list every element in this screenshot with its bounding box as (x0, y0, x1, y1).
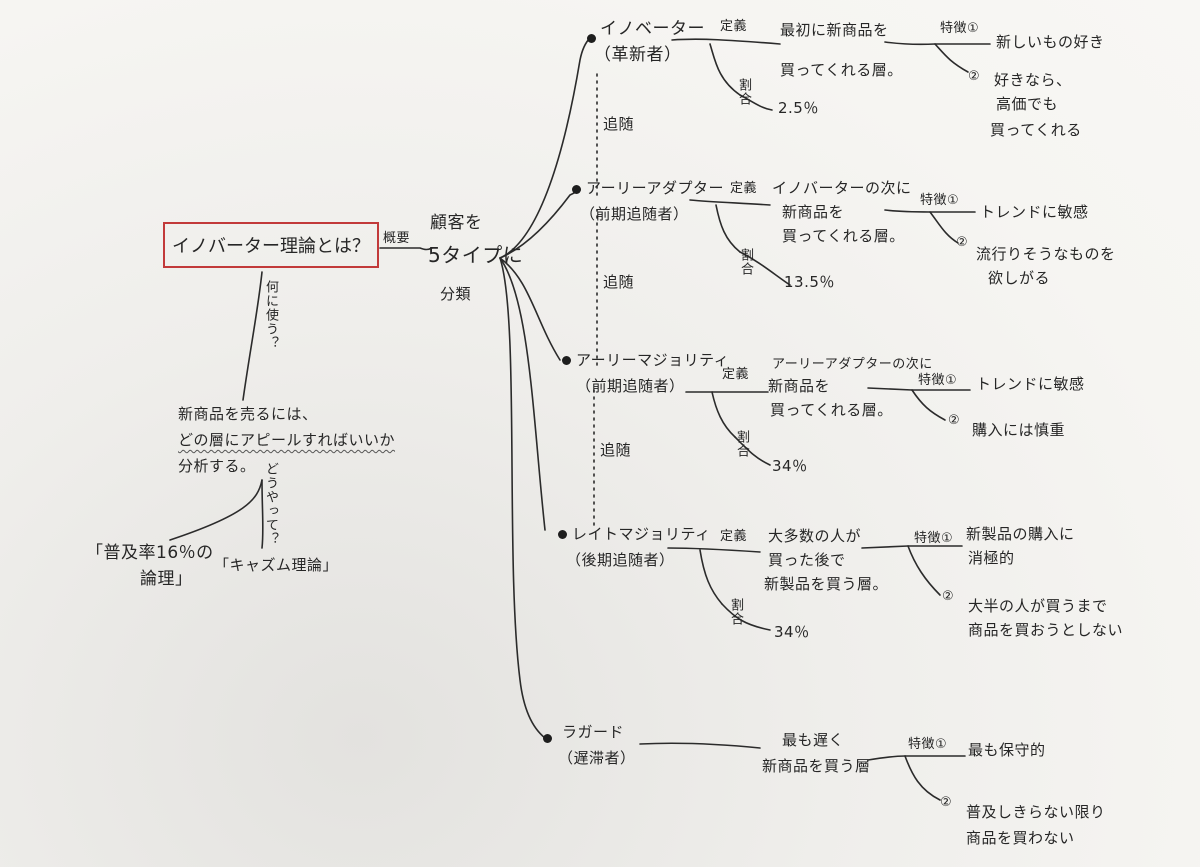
early-adopter-ratio: 13.5％ (784, 273, 835, 291)
innovator-feat-label: 特徴① (940, 21, 980, 36)
follow-label-1: 追随 (603, 115, 635, 133)
follow-label-2: 追随 (603, 273, 635, 291)
early-majority-def-label: 定義 (722, 367, 750, 382)
laggard-feat-label: 特徴① (908, 737, 948, 752)
innovator-ratio: 2.5％ (778, 99, 819, 117)
late-majority-sub: （後期追随者） (566, 551, 675, 569)
answer-line-1: 新商品を売るには、 (178, 405, 318, 423)
early-majority-feat-1: トレンドに敏感 (976, 375, 1085, 393)
innovator-feat-2-line-2: 高価でも (996, 95, 1059, 113)
late-majority-feat-2-num: ② (942, 589, 955, 604)
laggard-sub: （遅滞者） (558, 749, 636, 767)
late-majority-name: レイトマジョリティ (572, 525, 711, 543)
laggard-feat-1: 最も保守的 (968, 741, 1046, 759)
early-majority-name: アーリーマジョリティ (576, 351, 730, 369)
early-adopter-sub: （前期追随者） (580, 205, 689, 223)
laggard-def-1: 最も遅く (782, 731, 845, 749)
central-topic-title: イノバーター理論とは？ (172, 236, 370, 257)
early-adopter-def-label: 定義 (730, 181, 758, 196)
early-adopter-feat-1: トレンドに敏感 (980, 203, 1089, 221)
central-topic-box: イノバーター理論とは？ (163, 222, 379, 268)
laggard-name: ラガード (562, 723, 625, 741)
late-majority-def-1: 大多数の人が (768, 527, 862, 545)
use-question: 何に使う？ (263, 280, 278, 350)
early-majority-feat-2-num: ② (948, 413, 961, 428)
branch-node-dot (558, 530, 567, 539)
laggard-feat-2-line-2: 商品を買わない (966, 829, 1075, 847)
late-majority-ratio-label: 割合 (728, 598, 743, 626)
late-majority-def-label: 定義 (720, 529, 748, 544)
early-adopter-feat-2-num: ② (956, 235, 969, 250)
method-1-line-2: 論理」 (140, 569, 193, 589)
early-adopter-def-1: イノバーターの次に (772, 179, 912, 197)
early-majority-ratio-label: 割合 (734, 430, 749, 458)
early-adopter-feat-2-line-2: 欲しがる (988, 269, 1051, 287)
branch-node-dot (572, 185, 581, 194)
early-majority-feat-2-line-1: 購入には慎重 (972, 421, 1066, 439)
overview-label: 概要 (383, 231, 411, 246)
laggard-def-2: 新商品を買う層 (762, 757, 871, 775)
early-adopter-ratio-label: 割合 (738, 248, 753, 276)
early-majority-feat-label: 特徴① (918, 373, 958, 388)
answer-line-2: どの層にアピールすればいいか (178, 431, 396, 449)
late-majority-feat-2-line-2: 商品を買おうとしない (968, 621, 1124, 639)
early-majority-sub: （前期追随者） (576, 377, 685, 395)
late-majority-def-3: 新製品を買う層。 (764, 575, 889, 593)
innovator-feat-2-line-3: 買ってくれる (990, 121, 1082, 139)
branch-node-dot (562, 356, 571, 365)
overview-line-3: 分類 (440, 285, 472, 303)
method-2: 「キャズム理論」 (214, 556, 339, 574)
late-majority-feat-1-line-1: 新製品の購入に (966, 525, 1075, 543)
laggard-feat-2-line-1: 普及しきらない限り (966, 803, 1106, 821)
answer-line-3: 分析する。 (178, 457, 256, 475)
innovator-def-label: 定義 (720, 19, 748, 34)
early-majority-ratio: 34％ (772, 457, 808, 475)
early-adopter-def-3: 買ってくれる層。 (782, 227, 905, 245)
innovator-feat-2-num: ② (968, 69, 981, 84)
early-adopter-feat-label: 特徴① (920, 193, 960, 208)
branch-node-dot (543, 734, 552, 743)
laggard-feat-2-num: ② (940, 795, 953, 810)
innovator-def-2: 買ってくれる層。 (780, 61, 903, 79)
how-question: どうやって？ (263, 462, 278, 546)
late-majority-def-2: 買った後で (768, 551, 846, 569)
follow-label-3: 追随 (600, 441, 632, 459)
innovator-name: イノベーター (600, 19, 705, 39)
overview-line-2: 5タイプに (428, 243, 524, 267)
early-majority-def-3: 買ってくれる層。 (770, 401, 893, 419)
late-majority-feat-2-line-1: 大半の人が買うまで (968, 597, 1108, 615)
innovator-feat-2-line-1: 好きなら、 (994, 71, 1072, 89)
innovator-def-1: 最初に新商品を (780, 21, 889, 39)
late-majority-feat-label: 特徴① (914, 531, 954, 546)
innovator-ratio-label: 割合 (736, 78, 751, 106)
late-majority-feat-1-line-2: 消極的 (968, 549, 1015, 567)
overview-line-1: 顧客を (430, 213, 483, 233)
early-adopter-def-2: 新商品を (782, 203, 845, 221)
early-adopter-feat-2-line-1: 流行りそうなものを (976, 245, 1116, 263)
innovator-sub: （革新者） (594, 45, 682, 65)
branch-node-dot (587, 34, 596, 43)
innovator-feat-1: 新しいもの好き (996, 33, 1105, 51)
method-1-line-1: 「普及率16％の (86, 543, 214, 563)
early-majority-def-2: 新商品を (768, 377, 831, 395)
early-adopter-name: アーリーアダプター (586, 179, 725, 197)
late-majority-ratio: 34％ (774, 623, 810, 641)
early-majority-def-1: アーリーアダプターの次に (772, 357, 933, 372)
